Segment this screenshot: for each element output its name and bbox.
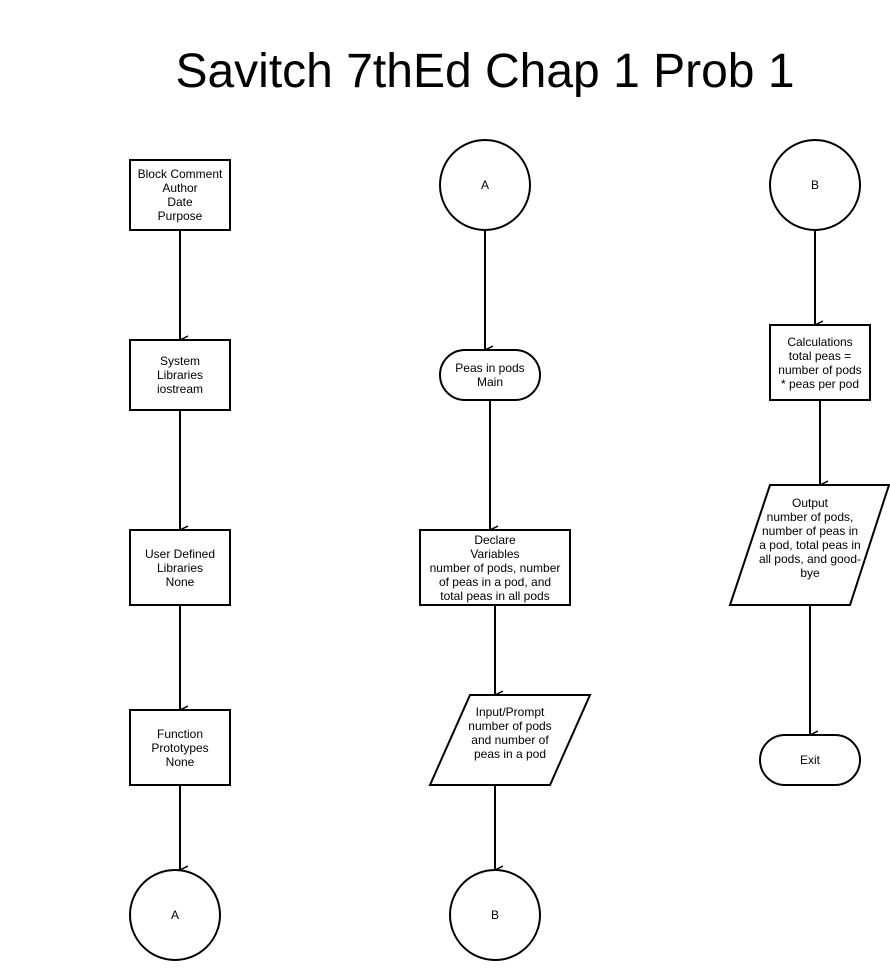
declare-variables-label: Declare Variables number of pods, number… [429,533,561,603]
input-prompt-parallelogram [428,694,592,786]
calculations-label: Calculations total peas = number of pods… [778,335,862,391]
page-title: Savitch 7thEd Chap 1 Prob 1 [175,45,795,98]
block-comment-box [129,159,231,231]
block-comment-label: Block Comment Author Date Purpose [137,167,223,223]
input-prompt-label: Input/Prompt number of pods and number o… [468,705,552,761]
function-prototypes-label: Function Prototypes None [151,727,209,769]
connector-b-in-label: B [810,178,819,192]
connector-a-out-circle [129,869,221,961]
connector-a-out-label: A [170,908,179,922]
exit-terminal [759,734,861,786]
main-start-label: Peas in pods Main [455,361,525,389]
system-libraries-label: System Libraries iostream [156,354,204,396]
connector-b-out-circle [449,869,541,961]
output-label: Output number of pods, number of peas in… [758,496,862,580]
exit-label: Exit [799,753,820,767]
connector-b-out-label: B [490,908,499,922]
connector-a-in-label: A [480,178,489,192]
user-libraries-box [129,529,231,606]
user-libraries-label: User Defined Libraries None [144,547,216,589]
output-parallelogram [728,484,890,606]
system-libraries-box [129,339,231,411]
calculations-box [769,324,871,401]
